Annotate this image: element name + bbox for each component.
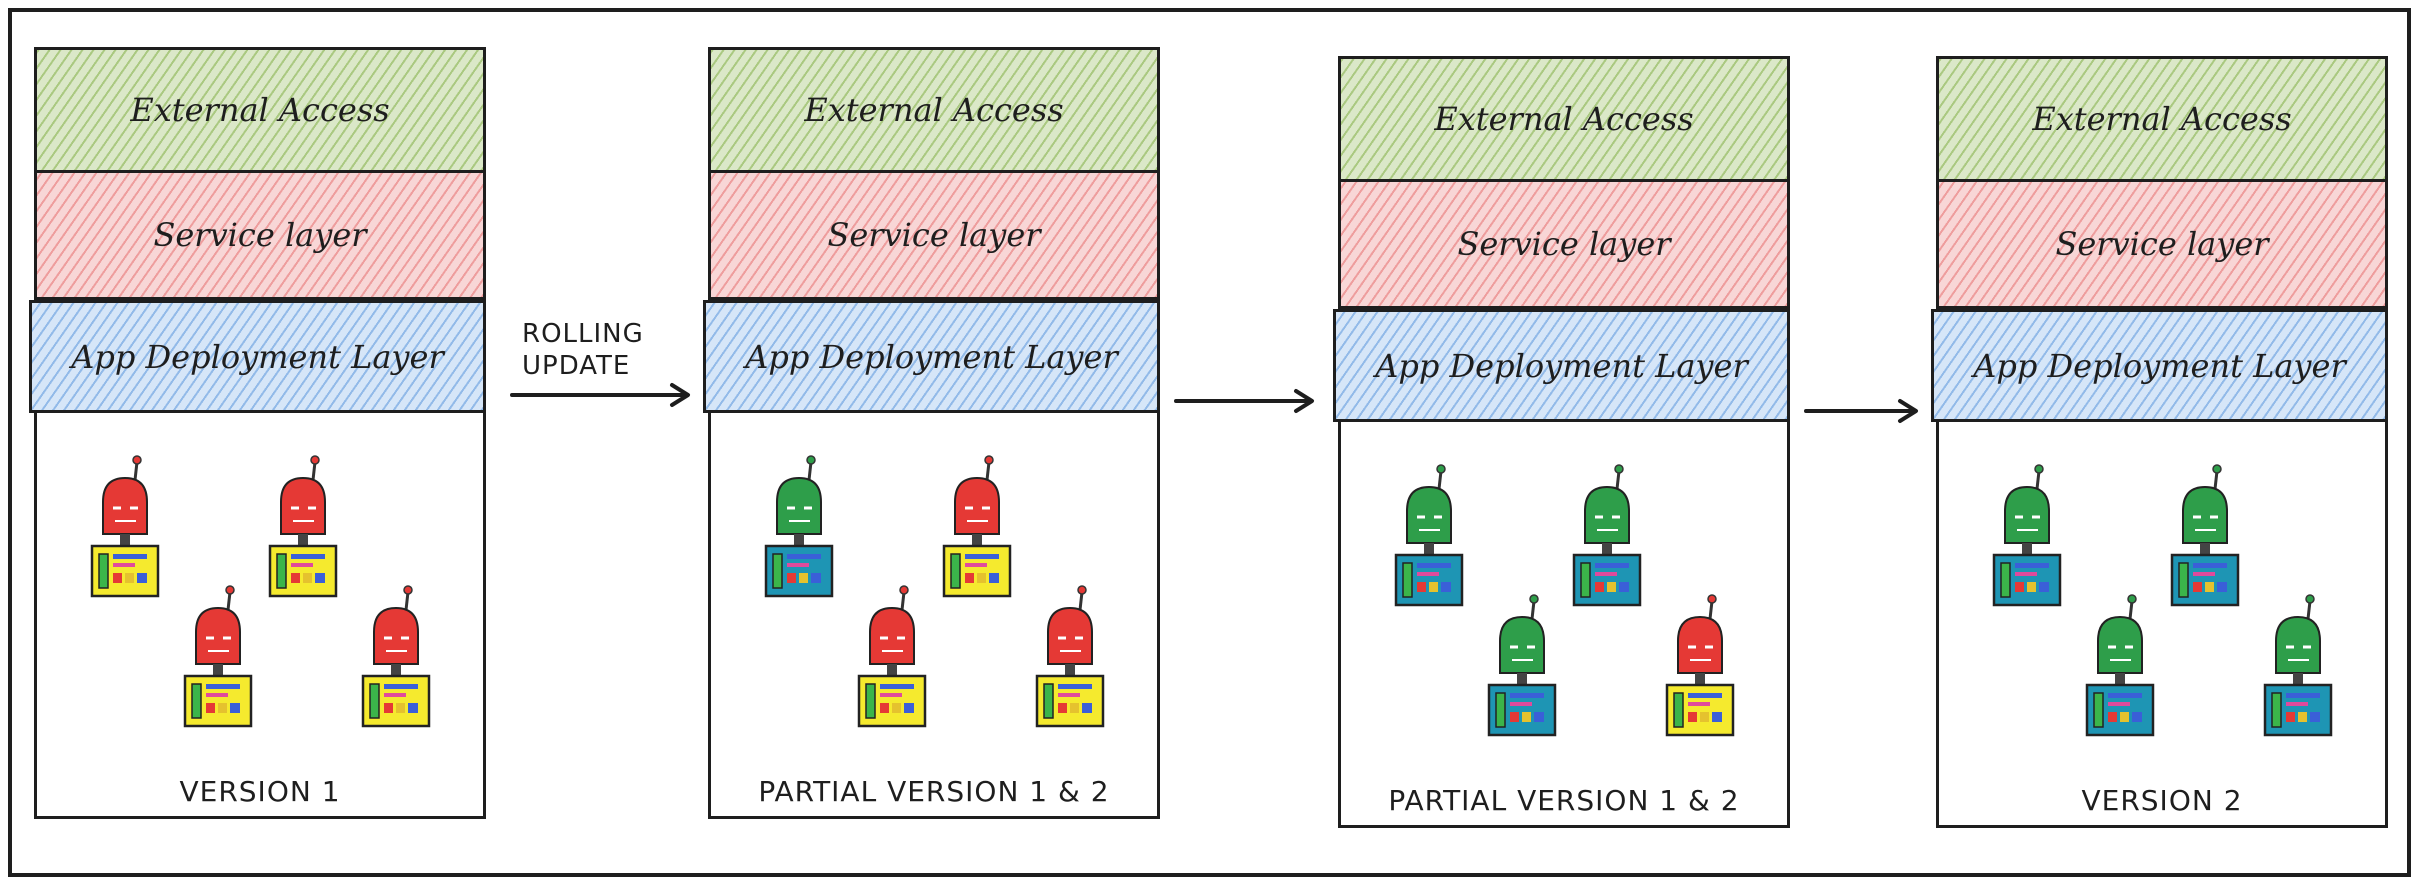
panel-partial-version-2: External Access Service layer App Deploy… [1333, 56, 1790, 828]
robot-pod-v1-icon [939, 450, 1019, 604]
external-access-layer: External Access [708, 47, 1160, 173]
app-deployment-layer: App Deployment Layer [29, 300, 486, 413]
arrow-label: ROLLING UPDATE [522, 318, 644, 382]
robot-pod-v2-icon [1484, 589, 1564, 743]
robot-pod-v1-icon [180, 580, 260, 734]
arrow-label-line1: ROLLING [522, 319, 644, 349]
panel-caption: PARTIAL VERSION 1 & 2 [1388, 784, 1740, 817]
robot-pod-v2-icon [1989, 459, 2069, 613]
external-access-layer: External Access [1936, 56, 2388, 182]
robot-pod-v2-icon [1569, 459, 1649, 613]
service-layer: Service layer [1338, 179, 1790, 309]
panel-caption: VERSION 2 [2081, 784, 2243, 817]
arrow-right-icon [1804, 399, 1918, 423]
app-deployment-layer: App Deployment Layer [1333, 309, 1790, 422]
robot-pod-v2-icon [2167, 459, 2247, 613]
external-access-layer: External Access [34, 47, 486, 173]
robot-pod-v1-icon [87, 450, 167, 604]
arrow-label-line2: UPDATE [522, 351, 631, 381]
panel-version-2: External Access Service layer App Deploy… [1931, 56, 2388, 828]
panel-caption: PARTIAL VERSION 1 & 2 [758, 775, 1110, 808]
robot-pod-v2-icon [1391, 459, 1471, 613]
robot-pod-v1-icon [265, 450, 345, 604]
robot-pod-v1-icon [1032, 580, 1112, 734]
panel-caption: VERSION 1 [179, 775, 341, 808]
robot-pod-v1-icon [1662, 589, 1742, 743]
arrow-right-icon [1174, 389, 1314, 413]
service-layer: Service layer [34, 170, 486, 300]
diagram-frame [8, 8, 2411, 877]
robot-pod-v2-icon [2260, 589, 2340, 743]
arrow-right-icon [510, 383, 690, 407]
robot-pod-v2-icon [2082, 589, 2162, 743]
service-layer: Service layer [708, 170, 1160, 300]
service-layer: Service layer [1936, 179, 2388, 309]
panel-version-1: External Access Service layer App Deploy… [29, 47, 486, 819]
app-deployment-layer: App Deployment Layer [703, 300, 1160, 413]
panel-partial-version-1: External Access Service layer App Deploy… [703, 47, 1160, 819]
robot-pod-v1-icon [358, 580, 438, 734]
robot-pod-v1-icon [854, 580, 934, 734]
robot-pod-v2-icon [761, 450, 841, 604]
app-deployment-layer: App Deployment Layer [1931, 309, 2388, 422]
external-access-layer: External Access [1338, 56, 1790, 182]
